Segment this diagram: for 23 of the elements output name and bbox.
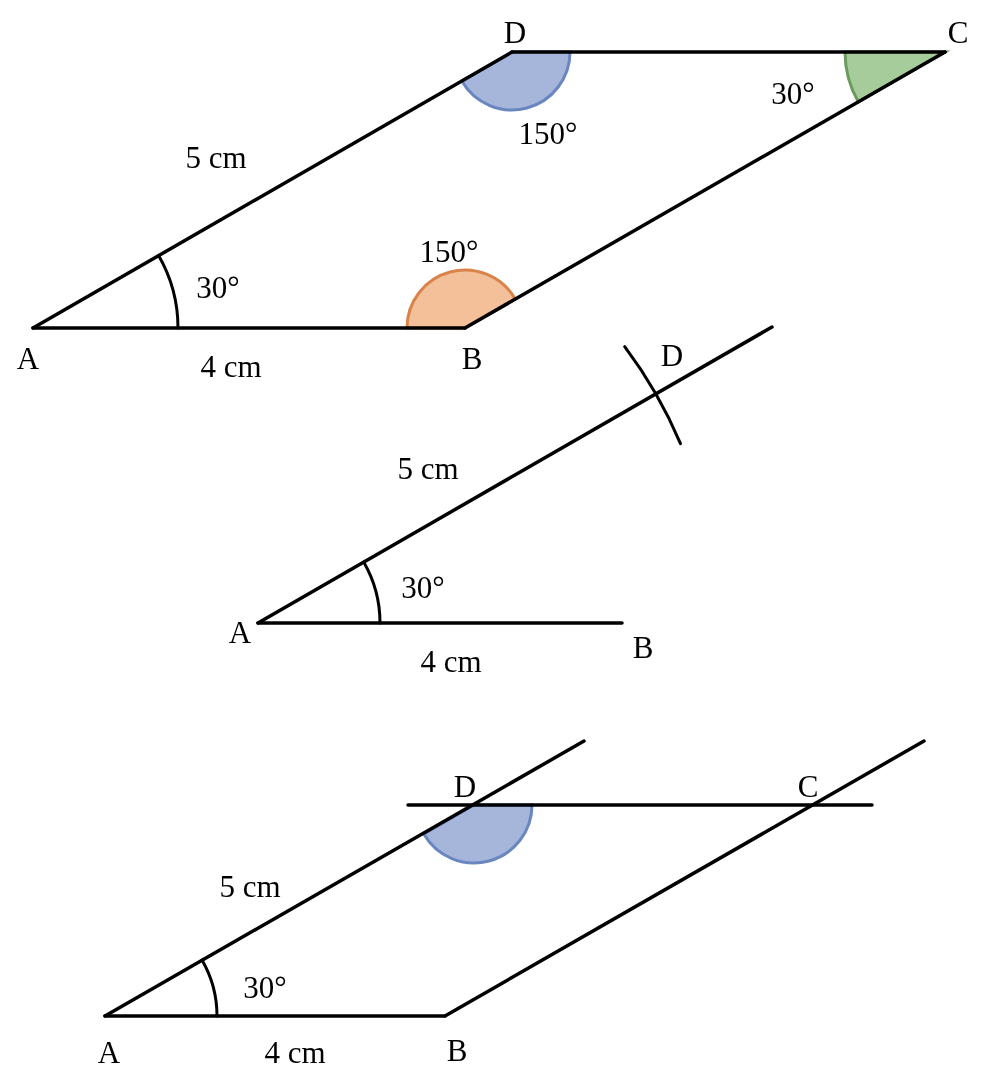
angle-label: 150°	[419, 235, 479, 267]
point-label: D	[453, 770, 477, 802]
length-label: 5 cm	[185, 141, 247, 173]
point-label: A	[97, 1036, 121, 1068]
angle-label: 30°	[196, 271, 240, 303]
point-label: B	[632, 631, 654, 663]
point-label: C	[947, 16, 969, 48]
length-label: 4 cm	[200, 350, 262, 382]
length-label: 5 cm	[397, 452, 459, 484]
point-label: C	[797, 770, 819, 802]
point-label: A	[228, 616, 252, 648]
angle-label: 30°	[401, 571, 445, 603]
point-label: A	[16, 342, 40, 374]
angle-label: 30°	[243, 971, 287, 1003]
length-label: 4 cm	[264, 1036, 326, 1068]
point-label: B	[446, 1034, 468, 1066]
length-label: 5 cm	[219, 870, 281, 902]
point-label: D	[660, 339, 684, 371]
angle-label: 30°	[771, 77, 815, 109]
angle-label: 150°	[518, 117, 578, 149]
point-label: D	[503, 16, 527, 48]
length-label: 4 cm	[420, 645, 482, 677]
point-label: B	[461, 342, 483, 374]
